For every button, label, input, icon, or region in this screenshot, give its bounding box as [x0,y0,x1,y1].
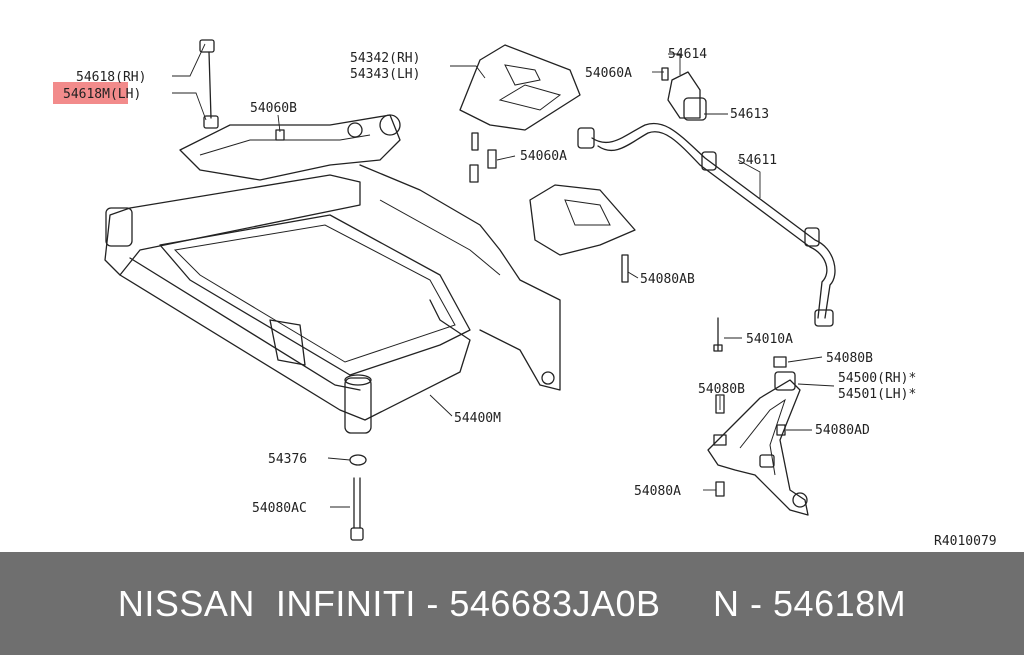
diagram-stage: 54618(RH) 54618M(LH) 54342(RH) 54343(LH)… [53,39,997,549]
callout-54060a-top: 54060A [585,66,632,81]
callout-54080b-right: 54080B [826,351,873,366]
callout-54342-rh: 54342(RH) [350,51,420,66]
callout-54501-lh: 54501(LH)* [838,387,916,402]
bracket-part-right[interactable] [529,184,636,256]
callout-54400m: 54400M [454,411,501,426]
callout-54080ac: 54080AC [252,501,307,516]
callout-54614: 54614 [668,47,707,62]
callout-54613: 54613 [730,107,769,122]
stabilizer-bar-part[interactable] [577,122,836,327]
callout-labels: 54618(RH) 54618M(LH) 54342(RH) 54343(LH)… [63,47,997,549]
bracket-part-top[interactable] [459,44,581,131]
subframe-part[interactable] [104,114,561,434]
control-arm-bolts [713,317,787,497]
reference-code: R4010079 [934,534,997,549]
subframe-bolt-washer[interactable] [349,454,367,541]
callout-54080ab: 54080AB [640,272,695,287]
bolts [275,67,669,283]
caption-bar: NISSAN INFINITI - 546683JA0B N - 54618M [0,552,1024,655]
callout-54080ad: 54080AD [815,423,870,438]
stabilizer-bushing-clamp-part[interactable] [667,71,707,121]
callout-54376: 54376 [268,452,307,467]
callout-54343-lh: 54343(LH) [350,67,420,82]
highlight-54618m [53,82,128,104]
callout-54618-rh: 54618(RH) [76,70,146,85]
lower-control-arm-part[interactable] [707,371,809,516]
stabilizer-link-part[interactable] [199,39,219,129]
callout-54611: 54611 [738,153,777,168]
callout-54060b: 54060B [250,101,297,116]
callout-54080a-low: 54080A [634,484,681,499]
callout-54500-rh: 54500(RH)* [838,371,916,386]
callout-54060a-mid: 54060A [520,149,567,164]
suspension-parts-diagram: 54618(RH) 54618M(LH) 54342(RH) 54343(LH)… [53,39,997,549]
callout-54080b-left: 54080B [698,382,745,397]
callout-54618m-lh: 54618M(LH) [63,87,141,102]
caption-text: NISSAN INFINITI - 546683JA0B N - 54618M [117,582,907,624]
leader-lines [172,43,835,508]
callout-54010a: 54010A [746,332,793,347]
